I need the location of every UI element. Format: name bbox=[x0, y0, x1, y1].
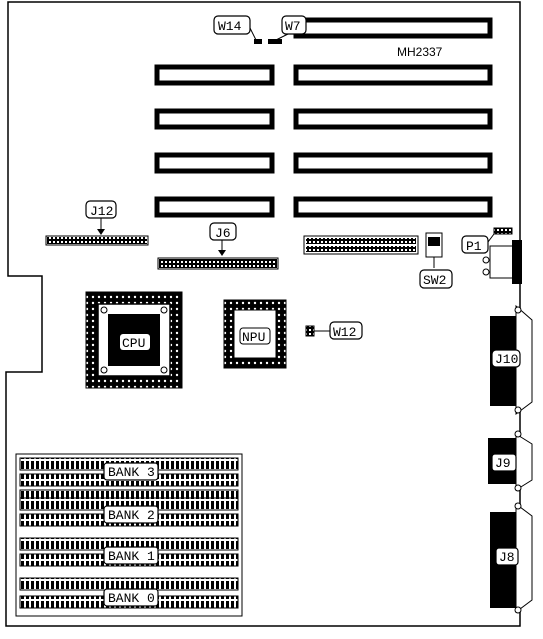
expansion-slot bbox=[154, 196, 275, 218]
jumper-w7: W7 bbox=[268, 15, 307, 44]
jumper-w12: W12 bbox=[305, 321, 363, 340]
expansion-slot bbox=[154, 108, 275, 130]
expansion-slot bbox=[293, 196, 493, 218]
connector-j9: J9 bbox=[488, 430, 533, 492]
svg-text:J10: J10 bbox=[495, 352, 518, 367]
svg-text:NPU: NPU bbox=[242, 330, 265, 345]
connector-j6: J6 bbox=[157, 222, 279, 270]
expansion-slot bbox=[154, 64, 275, 86]
expansion-slot bbox=[293, 64, 493, 86]
svg-text:P1: P1 bbox=[466, 239, 482, 254]
switch-sw2: SW2 bbox=[419, 232, 453, 289]
memory-banks: BANK 3 BANK 2 BANK 1 BANK 0 bbox=[15, 453, 243, 617]
cpu-chip: CPU bbox=[85, 291, 183, 389]
connector-j12: J12 bbox=[45, 200, 149, 246]
jumper-w14: W14 bbox=[213, 15, 262, 44]
svg-text:CPU: CPU bbox=[122, 336, 145, 351]
svg-text:J8: J8 bbox=[499, 550, 515, 565]
connector-j10: J10 bbox=[490, 304, 533, 415]
svg-text:W7: W7 bbox=[285, 19, 301, 34]
svg-text:BANK 1: BANK 1 bbox=[108, 549, 155, 564]
svg-text:J6: J6 bbox=[215, 226, 231, 241]
connector-p1: P1 bbox=[461, 227, 522, 284]
svg-text:SW2: SW2 bbox=[423, 273, 446, 288]
dip-array bbox=[303, 235, 419, 255]
bank-3: BANK 3 bbox=[19, 457, 239, 487]
bank-0: BANK 0 bbox=[19, 577, 239, 609]
expansion-slots bbox=[154, 17, 493, 218]
svg-text:W12: W12 bbox=[333, 325, 356, 340]
svg-text:BANK 2: BANK 2 bbox=[108, 508, 155, 523]
connector-j8: J8 bbox=[490, 502, 533, 614]
expansion-slot bbox=[293, 108, 493, 130]
expansion-slot bbox=[293, 17, 493, 39]
bank-2: BANK 2 bbox=[19, 497, 239, 527]
expansion-slot bbox=[154, 152, 275, 174]
svg-text:W14: W14 bbox=[218, 19, 242, 34]
bank-1: BANK 1 bbox=[19, 537, 239, 567]
svg-text:J9: J9 bbox=[495, 456, 511, 471]
svg-text:BANK 0: BANK 0 bbox=[108, 591, 155, 606]
diagram-id: MH2337 bbox=[397, 45, 443, 59]
svg-text:BANK 3: BANK 3 bbox=[108, 465, 155, 480]
svg-text:J12: J12 bbox=[90, 204, 113, 219]
npu-chip: NPU bbox=[223, 299, 287, 369]
expansion-slot bbox=[293, 152, 493, 174]
